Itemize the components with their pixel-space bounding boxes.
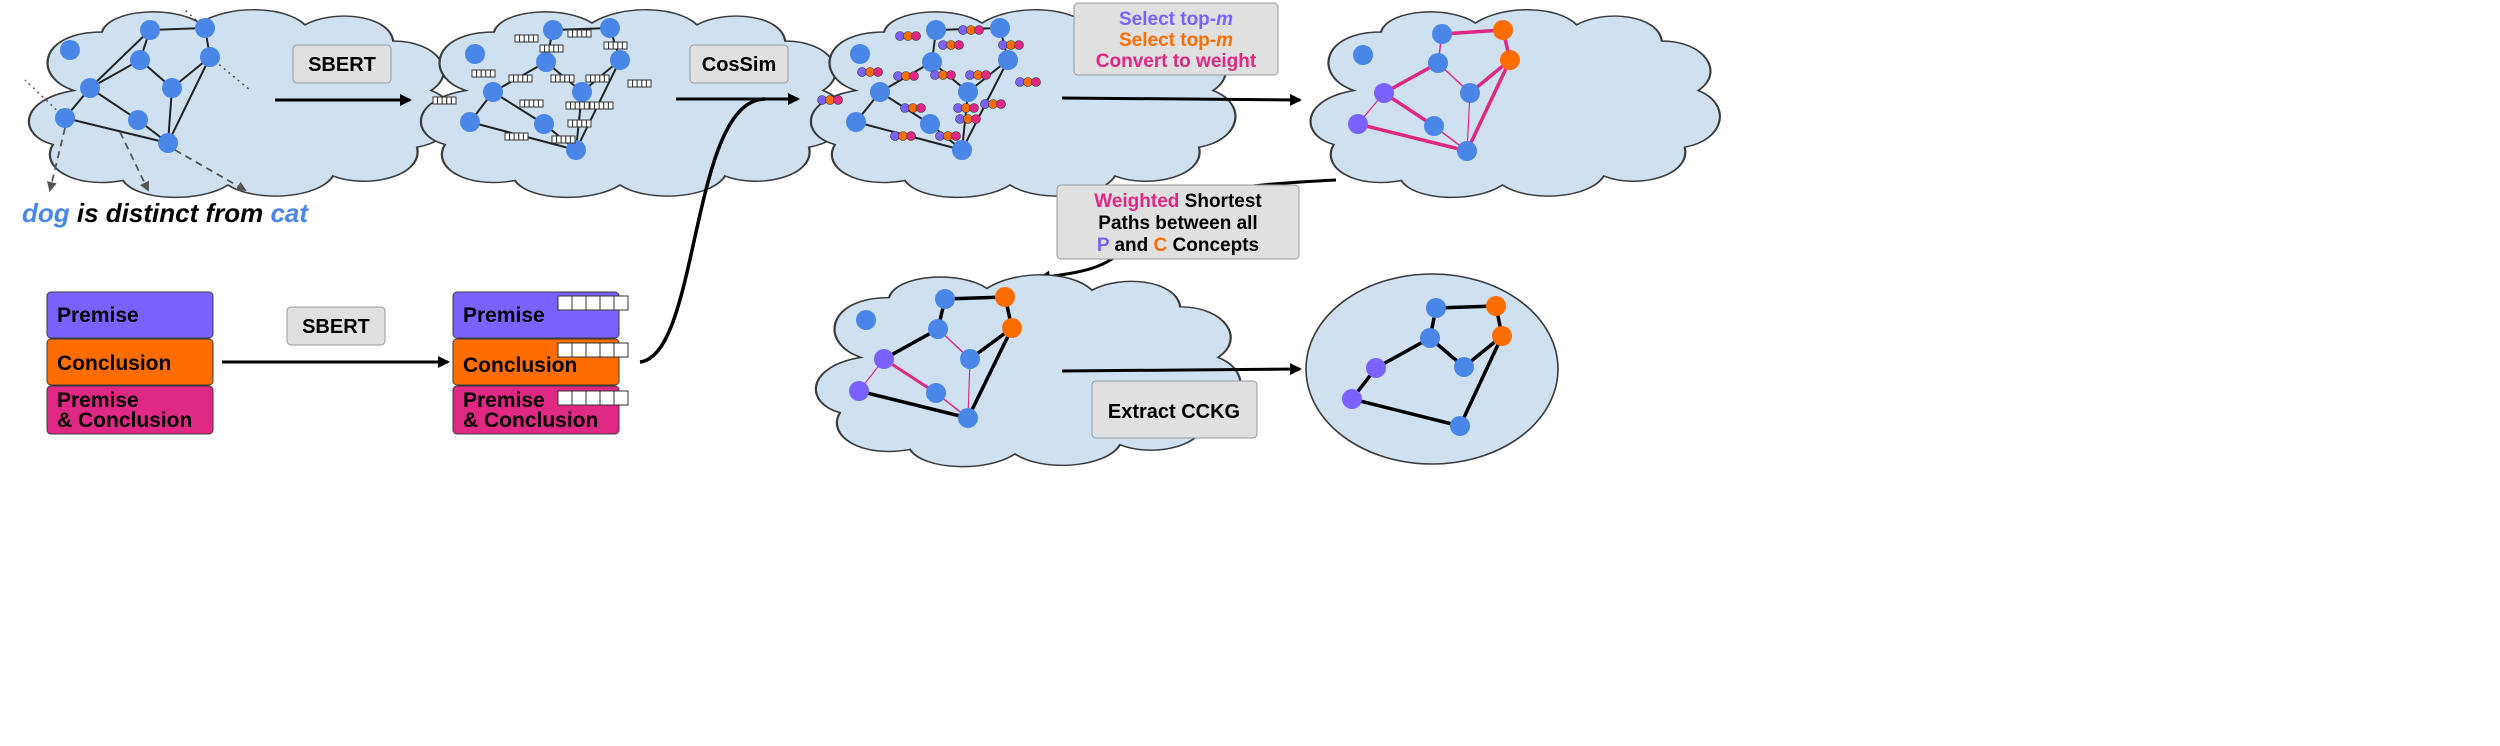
premise-conclusion-label-1: Premise <box>57 389 139 412</box>
sbert-top-label: SBERT <box>308 54 376 76</box>
example-sentence: dog is distinct from cat <box>22 198 309 228</box>
score-dot-group <box>998 40 1024 50</box>
premise-conclusion-block <box>46 385 214 435</box>
score-dot-group <box>857 67 883 77</box>
embedding-vector <box>504 132 529 141</box>
score-dot-group <box>935 131 961 141</box>
select-top-m-conclusion: Select top-m <box>1119 30 1233 51</box>
sbert-bottom-box <box>286 306 386 346</box>
score-dot-group <box>900 103 926 113</box>
premise-block <box>46 291 214 339</box>
embedding-vector <box>519 99 544 108</box>
extract-cckg-label: Extract CCKG <box>1108 401 1240 423</box>
premise-embedded-label: Premise <box>463 304 545 327</box>
shortest-paths-box <box>1056 184 1300 260</box>
paths-line-1: Weighted Shortest <box>1094 191 1262 212</box>
score-dot-group <box>930 70 956 80</box>
score-dot-group <box>953 103 979 113</box>
score-dot-group <box>895 31 921 41</box>
conclusion-embedded-label: Conclusion <box>463 354 577 377</box>
score-dot-group <box>980 99 1006 109</box>
sbert-bottom-label: SBERT <box>302 316 370 338</box>
knowledge-graph-cloud <box>27 8 455 199</box>
text-embedding-connector <box>639 97 766 364</box>
weighted-graph-cloud <box>1309 8 1721 199</box>
conclusion-block <box>46 338 214 386</box>
sbert-top-box <box>292 44 392 84</box>
input-texts: Premise Conclusion Premise & Conclusion <box>46 291 214 435</box>
cckg-key-nodes <box>1342 296 1512 409</box>
example-pointers <box>47 127 247 192</box>
knowledge-graph-nodes <box>55 18 220 153</box>
embedding-vector <box>551 135 576 144</box>
embedding-vector <box>557 390 629 406</box>
paths-line-2: Paths between all <box>1098 213 1257 234</box>
score-dot-group <box>817 95 843 105</box>
embedding-vector <box>550 74 575 83</box>
score-dot-group <box>958 25 984 35</box>
paths-line-3: P and C Concepts <box>1097 235 1259 256</box>
embedding-vectors <box>432 29 652 144</box>
weighted-graph-key-nodes <box>1348 20 1520 134</box>
premise-conclusion-embedded-label-1: Premise <box>463 389 545 412</box>
score-dot-group <box>1015 77 1041 87</box>
score-dot-group <box>938 40 964 50</box>
embedded-graph-nodes <box>460 18 630 160</box>
embedding-vector <box>539 44 564 53</box>
score-dot-group <box>955 114 981 124</box>
extract-cckg-box <box>1091 380 1258 439</box>
embedding-vector <box>567 29 592 38</box>
embedding-vector <box>514 34 539 43</box>
similarity-score-dots <box>817 25 1041 141</box>
embedding-vector <box>565 101 590 110</box>
premise-label: Premise <box>57 304 139 327</box>
shortest-path-key-nodes <box>849 287 1022 401</box>
shortest-path-nodes <box>856 289 980 428</box>
premise-conclusion-label-2: & Conclusion <box>57 409 192 432</box>
text-embedding-vectors <box>557 295 629 406</box>
weighted-graph-nodes <box>1353 24 1480 161</box>
embedding-vector <box>557 342 629 358</box>
embedding-vector <box>557 295 629 311</box>
select-top-m-premise: Select top-m <box>1119 9 1233 30</box>
similarity-graph-nodes <box>846 18 1018 160</box>
embedding-vector <box>589 101 614 110</box>
cossim-box <box>689 44 789 84</box>
arrow-extract <box>1061 363 1302 376</box>
embedding-vector <box>508 74 533 83</box>
embedding-vector <box>471 69 496 78</box>
embedding-vector <box>567 119 592 128</box>
conclusion-label: Conclusion <box>57 352 171 375</box>
dotted-edges <box>24 9 251 119</box>
embedded-texts: Premise Conclusion Premise & Conclusion <box>452 291 620 435</box>
premise-conclusion-embedded-label-2: & Conclusion <box>463 409 598 432</box>
score-dot-group <box>965 70 991 80</box>
score-dot-group <box>893 71 919 81</box>
cckg-ellipse <box>1305 273 1559 465</box>
select-weight-box <box>1073 2 1279 76</box>
cossim-label: CosSim <box>702 54 776 76</box>
embedding-vector <box>627 79 652 88</box>
embedding-vector <box>603 41 628 50</box>
score-dot-group <box>890 131 916 141</box>
cckg-nodes <box>1420 298 1474 436</box>
convert-to-weight: Convert to weight <box>1096 51 1257 72</box>
embedding-vector <box>585 74 610 83</box>
embedding-vector <box>432 96 457 105</box>
arrow-select <box>1061 93 1302 106</box>
